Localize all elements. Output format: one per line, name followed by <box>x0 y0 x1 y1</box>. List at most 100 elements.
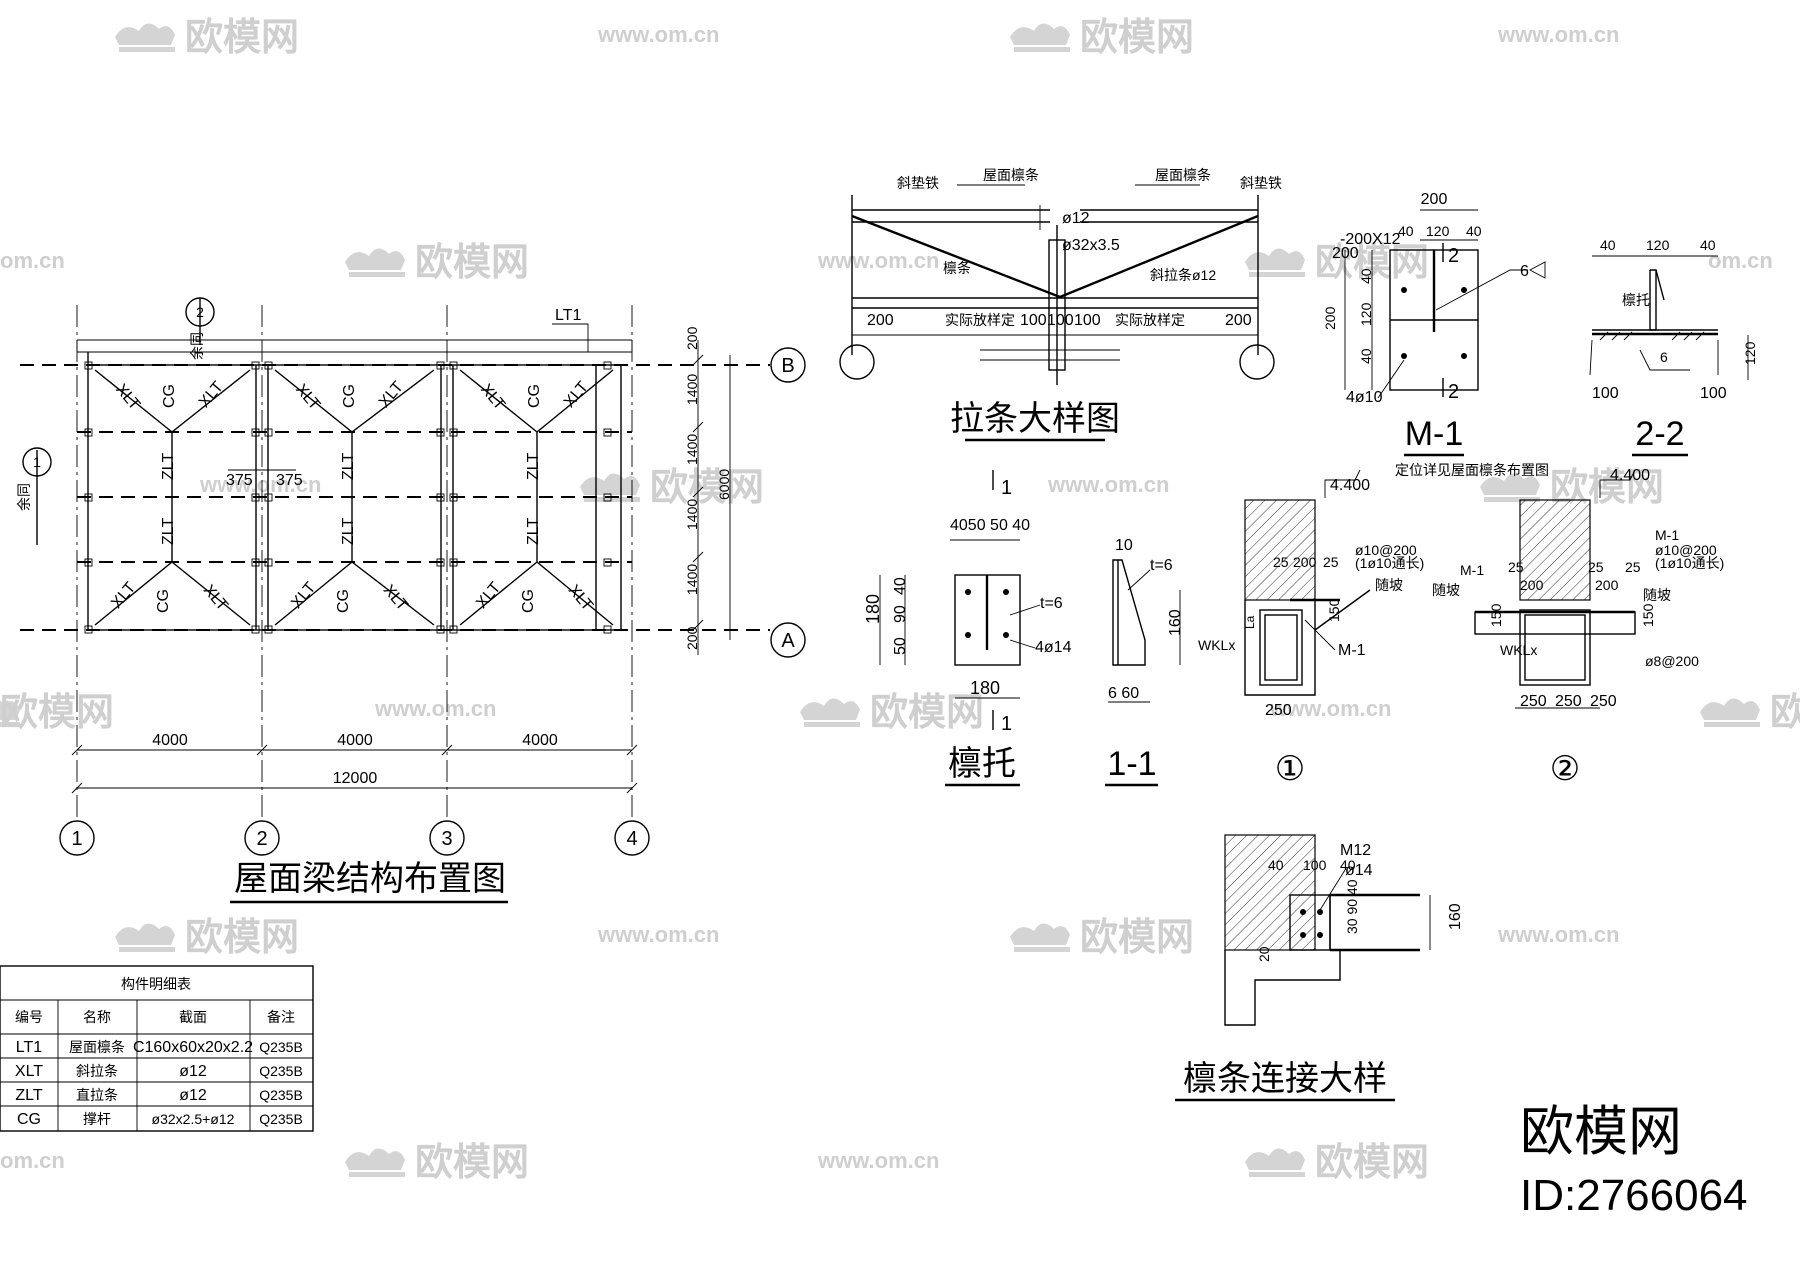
d2-plate-left: M-1 <box>1460 562 1484 578</box>
svg-text:Q235B: Q235B <box>259 1039 303 1055</box>
d1-plate: M-1 <box>1338 642 1366 659</box>
svg-text:1: 1 <box>71 828 82 850</box>
conn-bolt: M12 <box>1340 842 1371 859</box>
watermark-site: om.cn <box>1708 248 1773 273</box>
svg-text:XLT: XLT <box>473 579 504 612</box>
s11-plate-t: t=6 <box>1150 557 1173 574</box>
roof-beam-plan: 1 2 3 4 <box>16 297 806 904</box>
d1-title: ① <box>1275 750 1305 788</box>
m1-plate: -200X12 <box>1340 231 1401 248</box>
watermark-brand: 欧模网 <box>1080 17 1194 59</box>
axis-bubble-1: 1 <box>59 820 95 856</box>
axis-bubble-B: B <box>770 347 806 383</box>
tie-label-purlin: 檩条 <box>943 260 971 276</box>
svg-text:ZLT: ZLT <box>340 518 357 545</box>
svg-text:XLT: XLT <box>196 378 227 411</box>
vdim-1400-d: 1400 <box>684 564 700 595</box>
purlin-connection-detail: M12 ø14 40 100 40 30 90 40 160 20 檩条连接大样 <box>1175 834 1464 1102</box>
svg-text:ZLT: ZLT <box>160 518 177 545</box>
plan-title: 屋面梁结构布置图 <box>234 860 506 898</box>
s22-dim: 40 <box>1600 237 1616 253</box>
watermark-brand: 欧模网 <box>185 17 299 59</box>
tie-rod-detail: 斜垫铁 屋面檩条 屋面檩条 斜垫铁 ø12 ø32x3.5 檩条 斜拉条ø12 … <box>839 167 1282 442</box>
svg-text:ZLT: ZLT <box>160 453 177 480</box>
svg-text:CG: CG <box>161 384 178 408</box>
m1-cut: 2 <box>1448 245 1459 267</box>
watermark-site: www.om.cn <box>1269 696 1391 721</box>
tie-label-tube: ø32x3.5 <box>1062 237 1120 254</box>
d1-la: La <box>1243 615 1257 629</box>
m1-side-dim: 40 <box>1358 348 1374 364</box>
tie-label-rod: ø12 <box>1062 210 1090 227</box>
svg-text:CG: CG <box>17 1111 41 1128</box>
d1-dim: 25 <box>1273 554 1289 570</box>
svg-text:屋面檩条: 屋面檩条 <box>69 1039 125 1055</box>
d1-height: 150 <box>1326 598 1342 622</box>
conn-dims-side: 30 90 40 <box>1344 879 1360 934</box>
watermark-site: www.om.cn <box>817 248 939 273</box>
node-detail-2: 4.400 M-1 M-1 25 200 25 200 25 ø10@200 (… <box>1432 467 1724 788</box>
tie-dim: 100 <box>1020 312 1047 329</box>
tie-detail-title: 拉条大样图 <box>950 400 1120 438</box>
embedded-plate-m1: 200 40 120 40 -200X12 200 200 40 120 40 … <box>1322 191 1546 457</box>
table-header: 名称 <box>83 1009 111 1025</box>
d1-dim: 25 <box>1323 554 1339 570</box>
m1-cut: 2 <box>1448 381 1459 403</box>
svg-text:XLT: XLT <box>477 381 508 414</box>
s22-height: 120 <box>1742 341 1758 365</box>
d2-height-left: 150 <box>1488 603 1504 627</box>
s11-title: 1-1 <box>1107 745 1156 783</box>
d2-dim-left: 25 <box>1508 559 1524 575</box>
svg-text:撑杆: 撑杆 <box>83 1111 111 1127</box>
watermark-site: www.om.cn <box>1047 472 1169 497</box>
watermark-brand: 欧模网 <box>1770 692 1800 734</box>
d1-rebar: ø10@200 <box>1355 542 1417 558</box>
svg-text:XLT: XLT <box>112 381 143 414</box>
s22-label: 檩托 <box>1622 292 1650 308</box>
table-row: CG 撑杆 ø32x2.5+ø12 Q235B <box>17 1111 303 1128</box>
m1-side-dim: 120 <box>1358 302 1374 326</box>
tie-dim: 200 <box>867 312 894 329</box>
s11-height: 160 <box>1167 609 1184 636</box>
watermark-site: www.om.cn <box>1497 922 1619 947</box>
conn-dim-top: 40 <box>1340 857 1356 873</box>
support-bolts: 4ø14 <box>1035 639 1072 656</box>
span-dim-total: 12000 <box>333 770 378 787</box>
brand-mark: 欧模网 ID:2766064 <box>1520 1102 1748 1220</box>
m1-title: M-1 <box>1405 415 1464 453</box>
watermark-layer: 欧模网 欧模网 www.om.cn www.om.cn 欧模网 欧模网 om.c… <box>0 17 1800 1184</box>
support-side-dim: 40 <box>892 577 909 595</box>
tie-label-shim-left: 斜垫铁 <box>897 175 939 191</box>
svg-text:ø12: ø12 <box>179 1063 207 1080</box>
vdim-total: 6000 <box>716 469 732 500</box>
s22-weld: 6 <box>1660 349 1668 365</box>
table-title: 构件明细表 <box>121 976 191 992</box>
m1-anchors: 4ø10 <box>1346 389 1383 406</box>
vdim-200-bottom: 200 <box>684 626 700 650</box>
purlin-support-detail: 1 1 4050 50 40 180 40 90 50 t=6 4ø14 180… <box>863 470 1072 787</box>
m1-weld: 6 <box>1520 263 1529 280</box>
gap-dim-right: 375 <box>276 472 303 489</box>
tie-label-shim-right: 斜垫铁 <box>1240 175 1282 191</box>
svg-text:XLT: XLT <box>15 1063 43 1080</box>
svg-text:CG: CG <box>341 384 358 408</box>
brand-name: 欧模网 <box>1520 1102 1682 1162</box>
support-top-dims: 4050 50 40 <box>950 517 1030 534</box>
d2-elevation: 4.400 <box>1610 467 1650 484</box>
d1-beam: WKLx <box>1198 637 1235 653</box>
node-detail-1: 4.400 定位详见屋面檩条布置图 25 200 25 ø10@200 (1ø1… <box>1198 462 1549 788</box>
s22-dim: 40 <box>1700 237 1716 253</box>
svg-text:ZLT: ZLT <box>340 453 357 480</box>
brand-id: ID:2766064 <box>1520 1171 1748 1220</box>
svg-text:ZLT: ZLT <box>525 453 542 480</box>
svg-text:直拉条: 直拉条 <box>76 1087 118 1103</box>
s11-top: 10 <box>1115 537 1133 554</box>
table-row: LT1 屋面檩条 C160x60x20x2.2 Q235B <box>16 1039 303 1056</box>
svg-text:Q235B: Q235B <box>259 1111 303 1127</box>
s11-bottom: 6 60 <box>1108 685 1139 702</box>
svg-text:余同: 余同 <box>16 483 32 511</box>
svg-text:斜拉条: 斜拉条 <box>76 1063 118 1079</box>
d2-plate-right: M-1 <box>1655 527 1679 543</box>
svg-text:ø12: ø12 <box>179 1087 207 1104</box>
